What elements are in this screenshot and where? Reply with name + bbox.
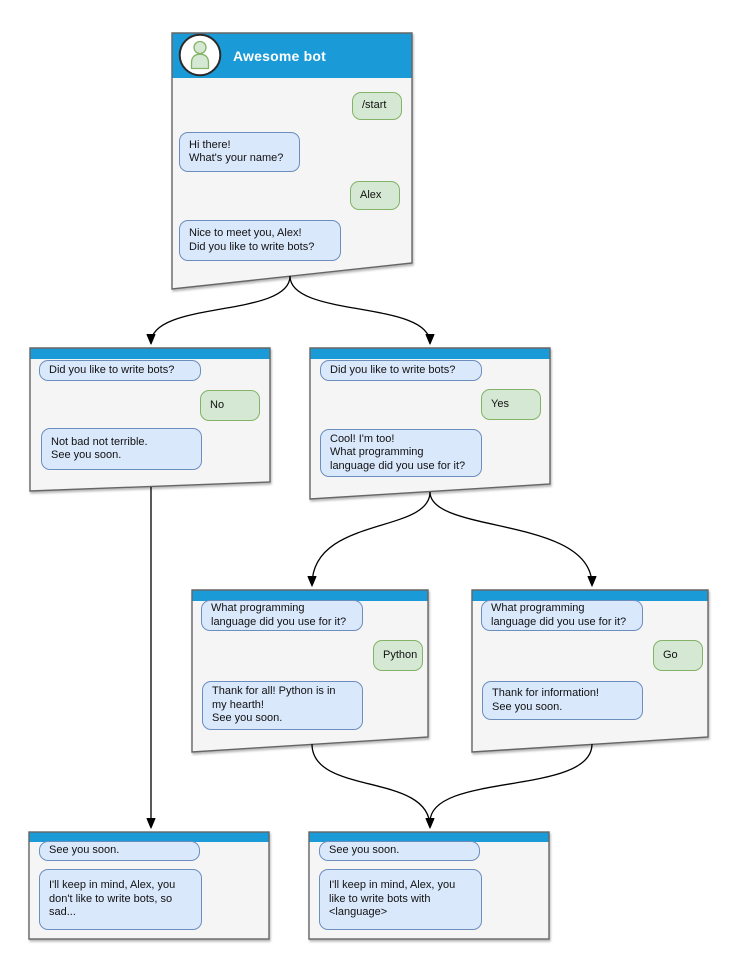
bot-message-bubble: I'll keep in mind, Alex, you don't like … <box>39 869 202 930</box>
bot-message-bubble: See you soon. <box>39 841 200 861</box>
bot-message-bubble: See you soon. <box>319 841 480 861</box>
edge-main-to-branch-no <box>146 275 291 345</box>
bot-message-bubble: I'll keep in mind, Alex, you like to wri… <box>319 869 482 930</box>
person-icon <box>193 40 207 55</box>
bot-message-bubble: Thank for all! Python is in my hearth! S… <box>202 681 363 730</box>
flow-arrows <box>146 275 597 829</box>
bot-message-bubble: Not bad not terrible. See you soon. <box>41 428 202 470</box>
user-message-bubble: /start <box>352 92 402 120</box>
window-header-bar <box>472 590 708 601</box>
window-header-bar <box>192 590 428 601</box>
bot-message-bubble: Did you like to write bots? <box>39 360 201 381</box>
bot-message-bubble: Nice to meet you, Alex! Did you like to … <box>179 220 341 261</box>
window-header-bar <box>309 832 549 842</box>
bot-message-bubble: Thank for information! See you soon. <box>482 681 643 720</box>
chat-window-title: Awesome bot <box>233 47 326 64</box>
user-message-bubble: Go <box>653 640 703 671</box>
user-message-bubble: Yes <box>481 389 541 420</box>
edge-main-to-branch-yes <box>289 275 435 345</box>
edge-go-to-end-yes <box>429 743 593 823</box>
bot-message-bubble: Hi there! What's your name? <box>179 132 300 172</box>
bot-message-bubble: What programming language did you use fo… <box>201 600 363 631</box>
edge-branch-yes-to-python <box>307 491 431 587</box>
user-message-bubble: Python <box>373 640 423 671</box>
bot-avatar <box>178 33 222 77</box>
user-message-bubble: Alex <box>350 181 400 210</box>
bot-message-bubble: Cool! I'm too! What programming language… <box>320 429 482 477</box>
window-border <box>171 32 413 290</box>
window-border <box>29 347 271 492</box>
window-header-bar <box>29 832 269 842</box>
bot-message-bubble: What programming language did you use fo… <box>481 600 643 631</box>
user-message-bubble: No <box>200 390 260 421</box>
bot-message-bubble: Did you like to write bots? <box>320 360 482 381</box>
window-header-bar <box>30 348 270 359</box>
window-border <box>309 347 551 500</box>
window-border <box>28 831 270 940</box>
edge-python-to-end-yes <box>311 743 435 829</box>
window-border <box>308 831 550 940</box>
window-border <box>191 589 429 753</box>
person-icon-body <box>190 53 210 70</box>
window-header-bar <box>310 348 550 359</box>
window-border <box>471 589 709 753</box>
edge-branch-yes-to-go <box>429 491 597 587</box>
